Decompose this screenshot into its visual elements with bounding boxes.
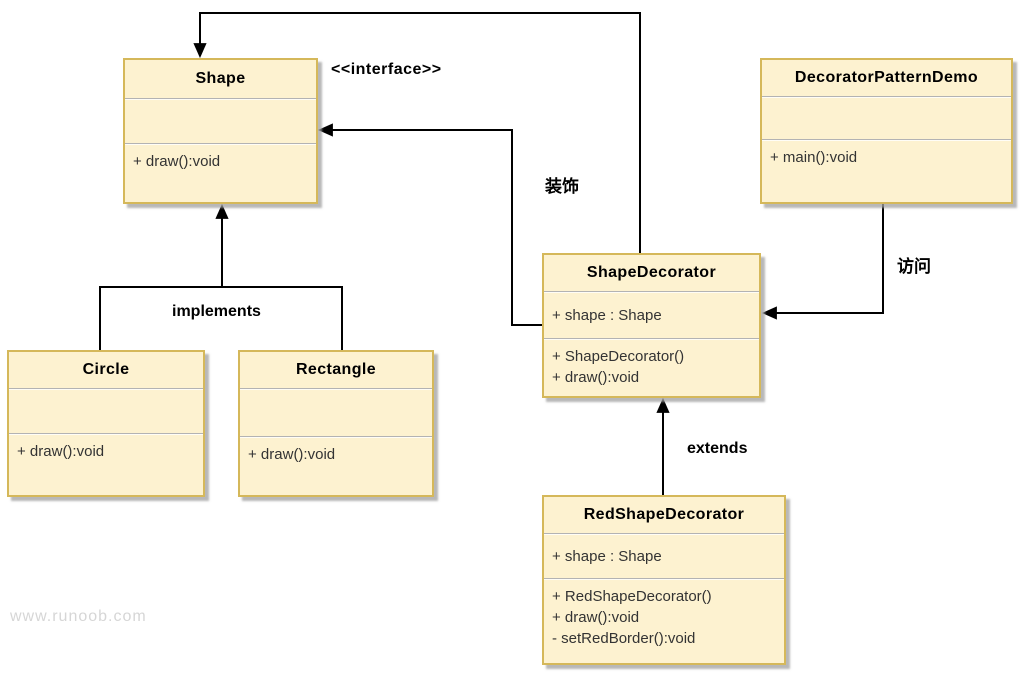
class-operations: + draw():void: [9, 434, 203, 495]
class-attributes: [240, 389, 432, 437]
class-title: Rectangle: [240, 352, 432, 389]
class-box-decoratorpatterndemo: DecoratorPatternDemo + main():void: [760, 58, 1013, 204]
connector-decorate-association: [317, 123, 542, 326]
implements-label: implements: [172, 303, 261, 320]
class-title: Shape: [125, 60, 316, 99]
operation: + ShapeDecorator(): [552, 348, 685, 365]
class-attributes: [9, 389, 203, 434]
class-attributes: + shape : Shape: [544, 534, 784, 579]
operation: + draw():void: [552, 369, 640, 386]
class-operations: + draw():void: [125, 144, 316, 202]
extends-label: extends: [687, 440, 748, 457]
class-title: RedShapeDecorator: [544, 497, 784, 534]
class-title: Circle: [9, 352, 203, 389]
class-box-shapedecorator: ShapeDecorator + shape : Shape + ShapeDe…: [542, 253, 761, 398]
interface-stereotype-label: <<interface>>: [331, 61, 442, 78]
class-operations: + RedShapeDecorator() + draw():void - se…: [544, 579, 784, 663]
operation: + draw():void: [248, 446, 336, 463]
class-attributes: + shape : Shape: [544, 292, 759, 339]
operation: - setRedBorder():void: [552, 630, 696, 647]
operation: + draw():void: [17, 443, 105, 460]
operation: + draw():void: [552, 609, 640, 626]
class-box-redshapedecorator: RedShapeDecorator + shape : Shape + RedS…: [542, 495, 786, 665]
watermark: www.runoob.com: [10, 608, 147, 625]
class-operations: + ShapeDecorator() + draw():void: [544, 339, 759, 396]
class-title: ShapeDecorator: [544, 255, 759, 292]
class-title: DecoratorPatternDemo: [762, 60, 1011, 97]
class-operations: + main():void: [762, 140, 1011, 202]
decorate-association-label: 装饰: [545, 177, 579, 196]
class-attributes: [125, 99, 316, 144]
attribute: + shape : Shape: [552, 306, 662, 324]
operation: + draw():void: [133, 153, 221, 170]
class-box-circle: Circle + draw():void: [7, 350, 205, 497]
connector-access-arrow: [761, 204, 884, 320]
class-operations: + draw():void: [240, 437, 432, 495]
access-association-label: 访问: [897, 257, 931, 276]
class-box-shape: Shape + draw():void: [123, 58, 318, 204]
operation: + RedShapeDecorator(): [552, 588, 712, 605]
class-box-rectangle: Rectangle + draw():void: [238, 350, 434, 497]
attribute: + shape : Shape: [552, 547, 662, 565]
operation: + main():void: [770, 149, 858, 166]
class-attributes: [762, 97, 1011, 140]
